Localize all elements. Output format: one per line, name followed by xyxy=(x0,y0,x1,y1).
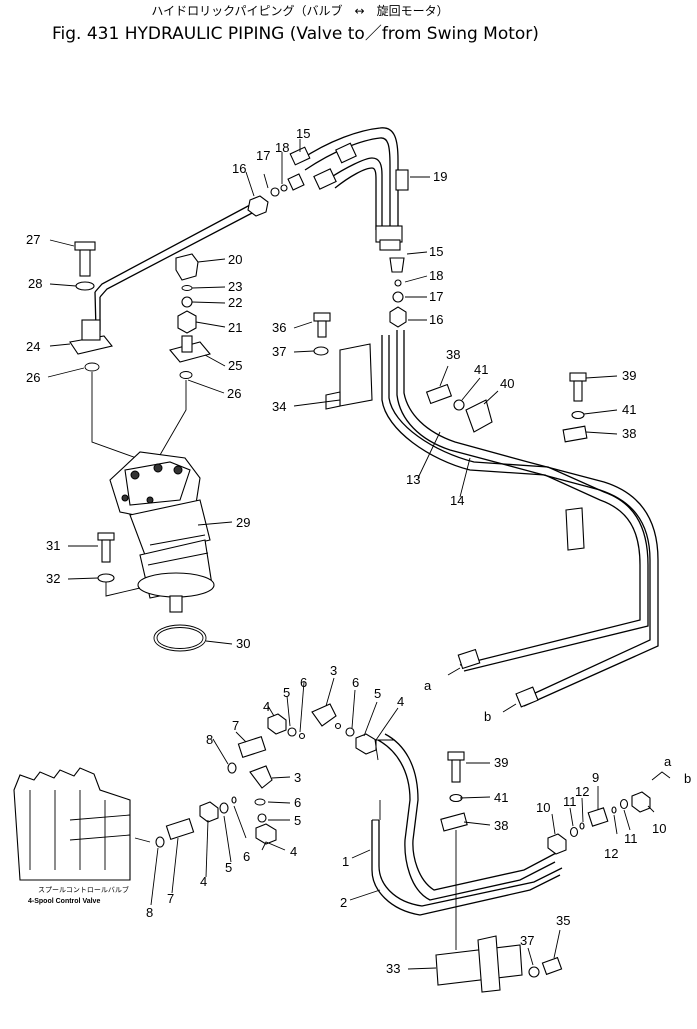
callout-5-top: 5 xyxy=(283,685,290,700)
callout-14: 14 xyxy=(450,493,464,508)
callout-36: 36 xyxy=(272,320,286,335)
callout-38-right: 38 xyxy=(622,426,636,441)
callout-29: 29 xyxy=(236,515,250,530)
callout-6-bottom: 6 xyxy=(243,849,250,864)
callout-32: 32 xyxy=(46,571,60,586)
connection-b-lower: b xyxy=(684,771,691,786)
callout-6-left: 6 xyxy=(294,795,301,810)
callout-21: 21 xyxy=(228,320,242,335)
callout-24: 24 xyxy=(26,339,40,354)
callout-41-right: 41 xyxy=(622,402,636,417)
callout-26-left: 26 xyxy=(26,370,40,385)
callout-41-lower: 41 xyxy=(494,790,508,805)
motor-mount-parts xyxy=(97,532,207,652)
callout-17-upper: 17 xyxy=(256,148,270,163)
callout-33: 33 xyxy=(386,961,400,976)
callout-13: 13 xyxy=(406,472,420,487)
callout-34: 34 xyxy=(272,399,286,414)
callout-15-upper: 15 xyxy=(296,126,310,141)
callout-37-lower: 37 xyxy=(520,933,534,948)
callout-16-lower: 16 xyxy=(429,312,443,327)
callout-4-top: 4 xyxy=(263,699,270,714)
callout-19: 19 xyxy=(433,169,447,184)
callout-7-top: 7 xyxy=(232,718,239,733)
callout-8-top: 8 xyxy=(206,732,213,747)
callout-5-bottom: 5 xyxy=(225,860,232,875)
callout-26-right: 26 xyxy=(227,386,241,401)
callout-35: 35 xyxy=(556,913,570,928)
control-valve-label-english: 4-Spool Control Valve xyxy=(28,898,100,905)
callout-28: 28 xyxy=(28,276,42,291)
callout-17-lower: 17 xyxy=(429,289,443,304)
callout-7-bottom: 7 xyxy=(167,891,174,906)
pipes-13-14 xyxy=(381,330,659,713)
connection-a-upper: a xyxy=(424,678,432,693)
flange-assembly-left xyxy=(69,241,113,372)
motor-return-pipe xyxy=(94,127,399,331)
right-lower-fittings xyxy=(547,771,671,855)
fitting-set-upper-right xyxy=(389,257,407,328)
callout-4-left: 4 xyxy=(290,844,297,859)
connection-b-upper: b xyxy=(484,709,491,724)
callout-6-right: 6 xyxy=(352,675,359,690)
callout-numbers: 15 16 17 18 19 15 18 17 16 20 23 22 21 2… xyxy=(26,126,666,976)
callout-5-right: 5 xyxy=(374,686,381,701)
callout-4-right: 4 xyxy=(397,694,404,709)
swing-motor xyxy=(109,451,215,613)
callout-38-upper: 38 xyxy=(446,347,460,362)
callout-15-lower: 15 xyxy=(429,244,443,259)
callout-10-right: 10 xyxy=(652,821,666,836)
pipe-bracket-lower xyxy=(435,751,563,993)
callout-3-right: 3 xyxy=(330,663,337,678)
callout-11-upper: 11 xyxy=(563,794,577,809)
callout-38-lower: 38 xyxy=(494,818,508,833)
callout-18-upper: 18 xyxy=(275,140,289,155)
callout-40: 40 xyxy=(500,376,514,391)
callout-9: 9 xyxy=(592,770,599,785)
callout-16-upper: 16 xyxy=(232,161,246,176)
pipes-1-2 xyxy=(371,733,563,916)
callout-37-upper: 37 xyxy=(272,344,286,359)
callout-12-lower: 12 xyxy=(604,846,618,861)
callout-27: 27 xyxy=(26,232,40,247)
connection-a-lower: a xyxy=(664,754,672,769)
callout-30: 30 xyxy=(236,636,250,651)
hose-fittings-top xyxy=(289,142,409,251)
callout-25: 25 xyxy=(228,358,242,373)
callout-1: 1 xyxy=(342,854,349,869)
callout-22: 22 xyxy=(228,295,242,310)
fitting-set-upper-left xyxy=(247,173,305,217)
callout-6-top: 6 xyxy=(300,675,307,690)
callout-8-bottom: 8 xyxy=(146,905,153,920)
callout-31: 31 xyxy=(46,538,60,553)
callout-20: 20 xyxy=(228,252,242,267)
callout-23: 23 xyxy=(228,279,242,294)
control-valve-label-japanese: スプールコントロールバルブ xyxy=(38,885,129,894)
callout-5-left: 5 xyxy=(294,813,301,828)
callout-39-upper: 39 xyxy=(622,368,636,383)
callout-39-lower: 39 xyxy=(494,755,508,770)
title-english: Fig. 431 HYDRAULIC PIPING (Valve to／from… xyxy=(52,24,539,44)
callout-18-lower: 18 xyxy=(429,268,443,283)
lower-fittings-chain xyxy=(155,703,377,848)
flange-assembly-center xyxy=(169,253,211,379)
title-japanese: ハイドロリックパイピング（バルブ ↔ 旋回モータ） xyxy=(151,3,448,18)
callout-3-left: 3 xyxy=(294,770,301,785)
callout-12-upper: 12 xyxy=(575,784,589,799)
callout-11-lower: 11 xyxy=(624,831,638,846)
callout-41-upper: 41 xyxy=(474,362,488,377)
control-valve: スプールコントロールバルブ 4-Spool Control Valve xyxy=(13,767,151,905)
leader-lines xyxy=(47,139,655,970)
callout-10-left: 10 xyxy=(536,800,550,815)
callout-2: 2 xyxy=(340,895,347,910)
callout-4-bottom: 4 xyxy=(200,874,207,889)
